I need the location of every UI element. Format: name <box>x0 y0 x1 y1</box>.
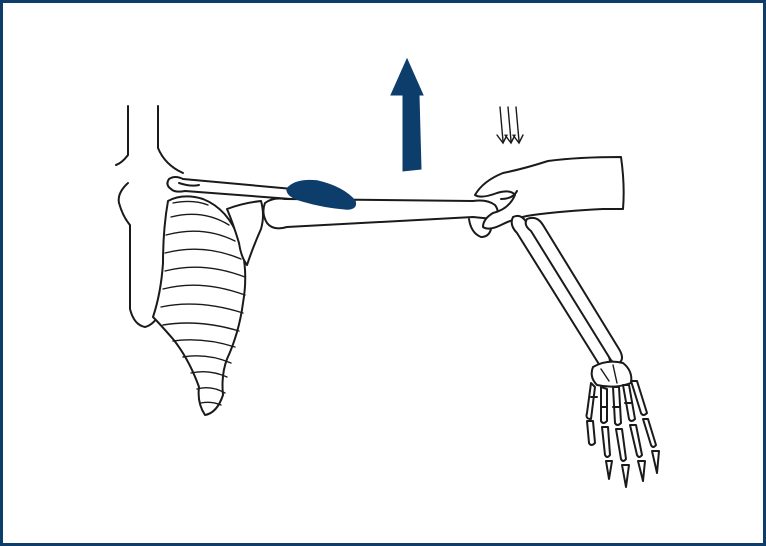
humerus <box>263 199 497 229</box>
rib-cage <box>153 196 245 415</box>
upward-force-arrow <box>391 59 423 171</box>
examiner-hand <box>475 157 624 229</box>
shoulder-test-illustration <box>3 3 763 543</box>
forearm-bones <box>512 216 622 368</box>
downward-pressure-arrows <box>497 107 523 143</box>
hand-skeleton <box>587 362 660 487</box>
